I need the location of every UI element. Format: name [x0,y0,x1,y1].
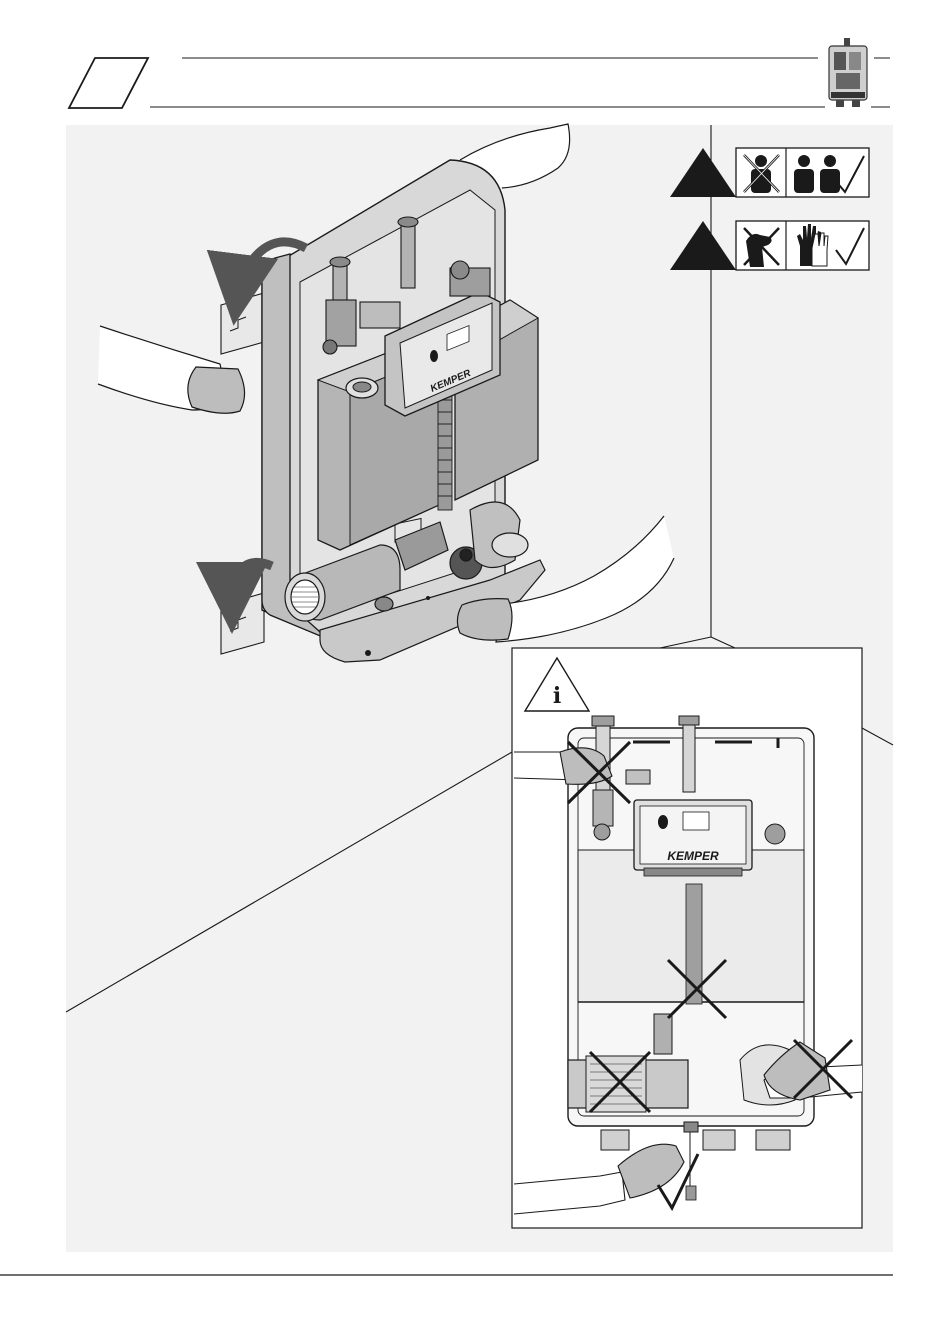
step-number-box [69,58,148,108]
detail-panel: i KEMPER [512,648,862,1228]
page-header [69,38,890,110]
info-letter: i [553,683,561,709]
protective-gloves-icon [670,221,869,270]
station-thumbnail-icon [825,38,871,110]
controller-front-brand-label: KEMPER [667,849,719,863]
two-person-lift-icon [670,148,869,197]
